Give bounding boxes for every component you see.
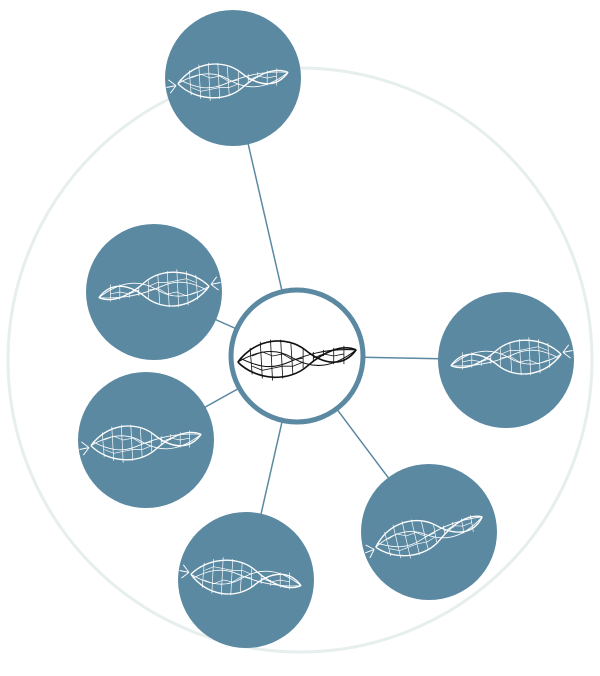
satellite-right [438, 292, 574, 428]
satellite-upper-left [86, 224, 222, 360]
satellite-nodes [78, 10, 574, 648]
satellite-top [165, 10, 301, 146]
satellite-bottom-right [360, 464, 497, 600]
satellite-middle-left [78, 372, 214, 508]
satellite-bottom-left [178, 512, 314, 648]
center-node [228, 287, 366, 425]
